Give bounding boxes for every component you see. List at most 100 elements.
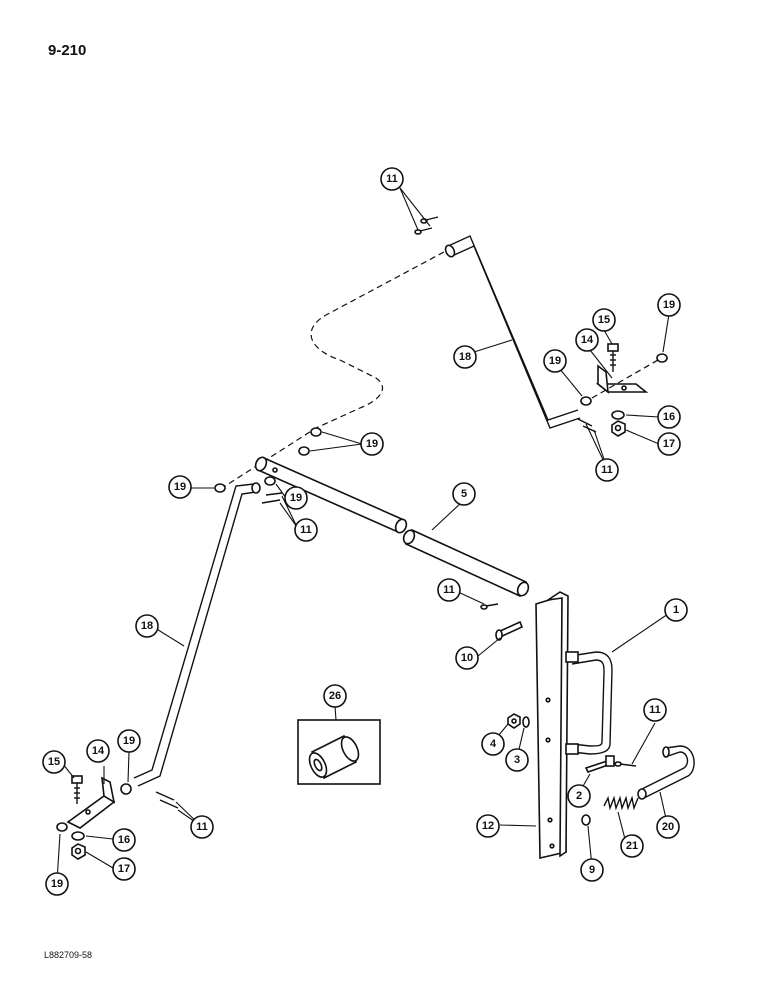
- svg-text:16: 16: [663, 411, 675, 423]
- svg-text:19: 19: [174, 481, 186, 493]
- nut-part-17-lower: [71, 843, 86, 860]
- callout-15: 15: [42, 750, 66, 774]
- nut-part-4: [507, 713, 521, 729]
- callout-3: 3: [505, 748, 529, 772]
- callout-19: 19: [284, 486, 308, 510]
- pin-part-20: [637, 745, 695, 800]
- callout-10: 10: [455, 646, 479, 670]
- svg-text:16: 16: [118, 834, 130, 846]
- callout-1: 1: [664, 598, 688, 622]
- bolt-part-15-lower: [71, 775, 83, 804]
- svg-text:20: 20: [662, 821, 674, 833]
- washer-part-19-tube-b: [298, 446, 310, 456]
- svg-text:11: 11: [649, 704, 661, 716]
- svg-text:15: 15: [48, 756, 60, 768]
- handle-part-1: [565, 651, 613, 755]
- lockwasher-part-16-lower: [71, 831, 85, 841]
- svg-text:18: 18: [459, 351, 471, 363]
- svg-text:14: 14: [92, 745, 105, 757]
- washer-part-19-upper-a: [656, 353, 668, 363]
- svg-text:11: 11: [300, 524, 312, 536]
- callout-11: 11: [190, 815, 214, 839]
- leader-lines: [56, 187, 670, 882]
- inset-box-part-26: [297, 719, 381, 785]
- svg-text:14: 14: [581, 334, 594, 346]
- callout-19: 19: [543, 349, 567, 373]
- callout-11: 11: [595, 458, 619, 482]
- upper-rod-part-18: [444, 235, 581, 429]
- svg-text:11: 11: [386, 173, 398, 185]
- callout-19: 19: [360, 432, 384, 456]
- callout-19: 19: [45, 872, 69, 896]
- svg-text:2: 2: [576, 790, 582, 802]
- callout-21: 21: [620, 834, 644, 858]
- nut-part-17-upper: [611, 420, 626, 437]
- callout-17: 17: [657, 432, 681, 456]
- washer-part-3: [522, 716, 530, 728]
- drawing-code: L882709-58: [44, 950, 93, 960]
- svg-text:11: 11: [601, 464, 613, 476]
- upright-post-part-12: [535, 591, 569, 860]
- cotter-pins-lower-left: [155, 791, 179, 809]
- svg-text:1: 1: [673, 604, 679, 616]
- cotter-pins-tube: [261, 492, 283, 504]
- callout-19: 19: [168, 475, 192, 499]
- callout-14: 14: [86, 739, 110, 763]
- svg-text:17: 17: [118, 863, 130, 875]
- svg-text:19: 19: [123, 735, 135, 747]
- bracket-part-14-upper: [595, 364, 649, 394]
- lockwasher-part-16-upper: [611, 410, 625, 420]
- callout-11: 11: [643, 698, 667, 722]
- spring-part-21: [603, 795, 639, 811]
- svg-text:11: 11: [196, 821, 208, 833]
- callout-15: 15: [592, 308, 616, 332]
- svg-text:15: 15: [598, 314, 610, 326]
- washer-part-19-lower-b: [56, 822, 68, 832]
- svg-text:9: 9: [589, 864, 595, 876]
- callout-18: 18: [453, 345, 477, 369]
- callout-9: 9: [580, 858, 604, 882]
- svg-text:5: 5: [461, 488, 467, 500]
- callout-2: 2: [567, 784, 591, 808]
- svg-text:12: 12: [482, 820, 494, 832]
- callout-16: 16: [657, 405, 681, 429]
- svg-text:26: 26: [329, 690, 341, 702]
- callout-4: 4: [481, 732, 505, 756]
- cotter-pin-11-f: [614, 761, 637, 767]
- page-number: 9-210: [48, 42, 87, 59]
- bracket-part-14-lower: [66, 776, 116, 829]
- callout-20: 20: [656, 815, 680, 839]
- washer-part-19-tube-c: [214, 483, 226, 493]
- callout-12: 12: [476, 814, 500, 838]
- svg-text:10: 10: [461, 652, 473, 664]
- dashed-connection-line: [221, 251, 445, 489]
- washer-part-9: [581, 814, 591, 826]
- washer-part-19-tube-a: [310, 427, 322, 437]
- callout-26: 26: [323, 684, 347, 708]
- cross-tube-part-5: [254, 456, 530, 598]
- callout-5: 5: [452, 482, 476, 506]
- svg-text:18: 18: [141, 620, 153, 632]
- bolt-part-2: [584, 755, 615, 773]
- washer-part-19-tube-d: [264, 476, 276, 486]
- bolt-part-15-upper: [607, 343, 619, 372]
- svg-text:11: 11: [443, 584, 455, 596]
- svg-text:4: 4: [490, 738, 497, 750]
- callout-11: 11: [437, 578, 461, 602]
- callout-18: 18: [135, 614, 159, 638]
- callout-11: 11: [294, 518, 318, 542]
- svg-text:3: 3: [514, 754, 520, 766]
- svg-text:21: 21: [626, 840, 638, 852]
- cotter-pin-11-d: [480, 603, 499, 610]
- callout-19: 19: [657, 293, 681, 317]
- callout-11: 11: [380, 167, 404, 191]
- callout-14: 14: [575, 328, 599, 352]
- svg-text:17: 17: [663, 438, 675, 450]
- washer-part-19-upper-b: [580, 396, 592, 406]
- callout-19: 19: [117, 729, 141, 753]
- washer-part-19-lower-a: [120, 783, 132, 795]
- callout-16: 16: [112, 828, 136, 852]
- svg-text:19: 19: [663, 299, 675, 311]
- pin-part-10: [495, 620, 524, 641]
